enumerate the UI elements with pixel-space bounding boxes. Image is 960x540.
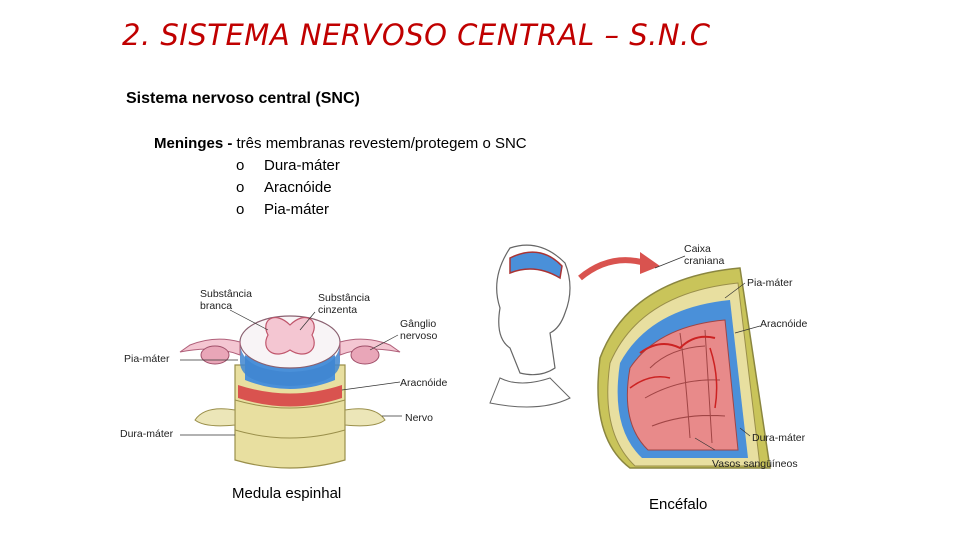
section-subtitle: Sistema nervoso central (SNC) (126, 90, 360, 108)
label-line: Substância (318, 292, 370, 304)
meninges-block: Meninges - três membranas revestem/prote… (154, 133, 527, 221)
label-aracnoide: Aracnóide (400, 377, 447, 389)
meninges-lead: Meninges - (154, 135, 232, 152)
label-line: cinzenta (318, 304, 370, 316)
label-pia-mater: Pia-máter (124, 353, 170, 365)
slide-title: 2. SISTEMA NERVOSO CENTRAL – S.N.C (122, 18, 711, 52)
label-caixa-craniana: Caixa craniana (684, 243, 724, 267)
label-pia-mater-brain: Pia-máter (747, 277, 793, 289)
label-line: nervoso (400, 330, 437, 342)
label-line: Substância (200, 288, 252, 300)
label-dura-mater-brain: Dura-máter (752, 432, 805, 444)
label-dura-mater: Dura-máter (120, 428, 173, 440)
label-line: craniana (684, 255, 724, 267)
label-substancia-cinzenta: Substância cinzenta (318, 292, 370, 316)
label-line: branca (200, 300, 252, 312)
meninges-text: três membranas revestem/protegem o SNC (237, 135, 527, 152)
bullet: o (236, 155, 264, 177)
label-aracnoide-brain: Aracnóide (760, 318, 807, 330)
list-item-label: Pia-máter (264, 199, 329, 221)
label-substancia-branca: Substância branca (200, 288, 252, 312)
bullet: o (236, 177, 264, 199)
list-item-label: Dura-máter (264, 155, 340, 177)
caption-encefalo: Encéfalo (649, 496, 707, 513)
bullet: o (236, 199, 264, 221)
caption-medula: Medula espinhal (232, 485, 341, 502)
meninges-intro: Meninges - três membranas revestem/prote… (154, 133, 527, 155)
list-item-label: Aracnóide (264, 177, 332, 199)
label-line: Caixa (684, 243, 724, 255)
label-ganglio: Gânglio nervoso (400, 318, 437, 342)
label-vasos-sanguineos: Vasos sangüíneos (712, 458, 798, 470)
label-line: Gânglio (400, 318, 437, 330)
label-nervo: Nervo (405, 412, 433, 424)
